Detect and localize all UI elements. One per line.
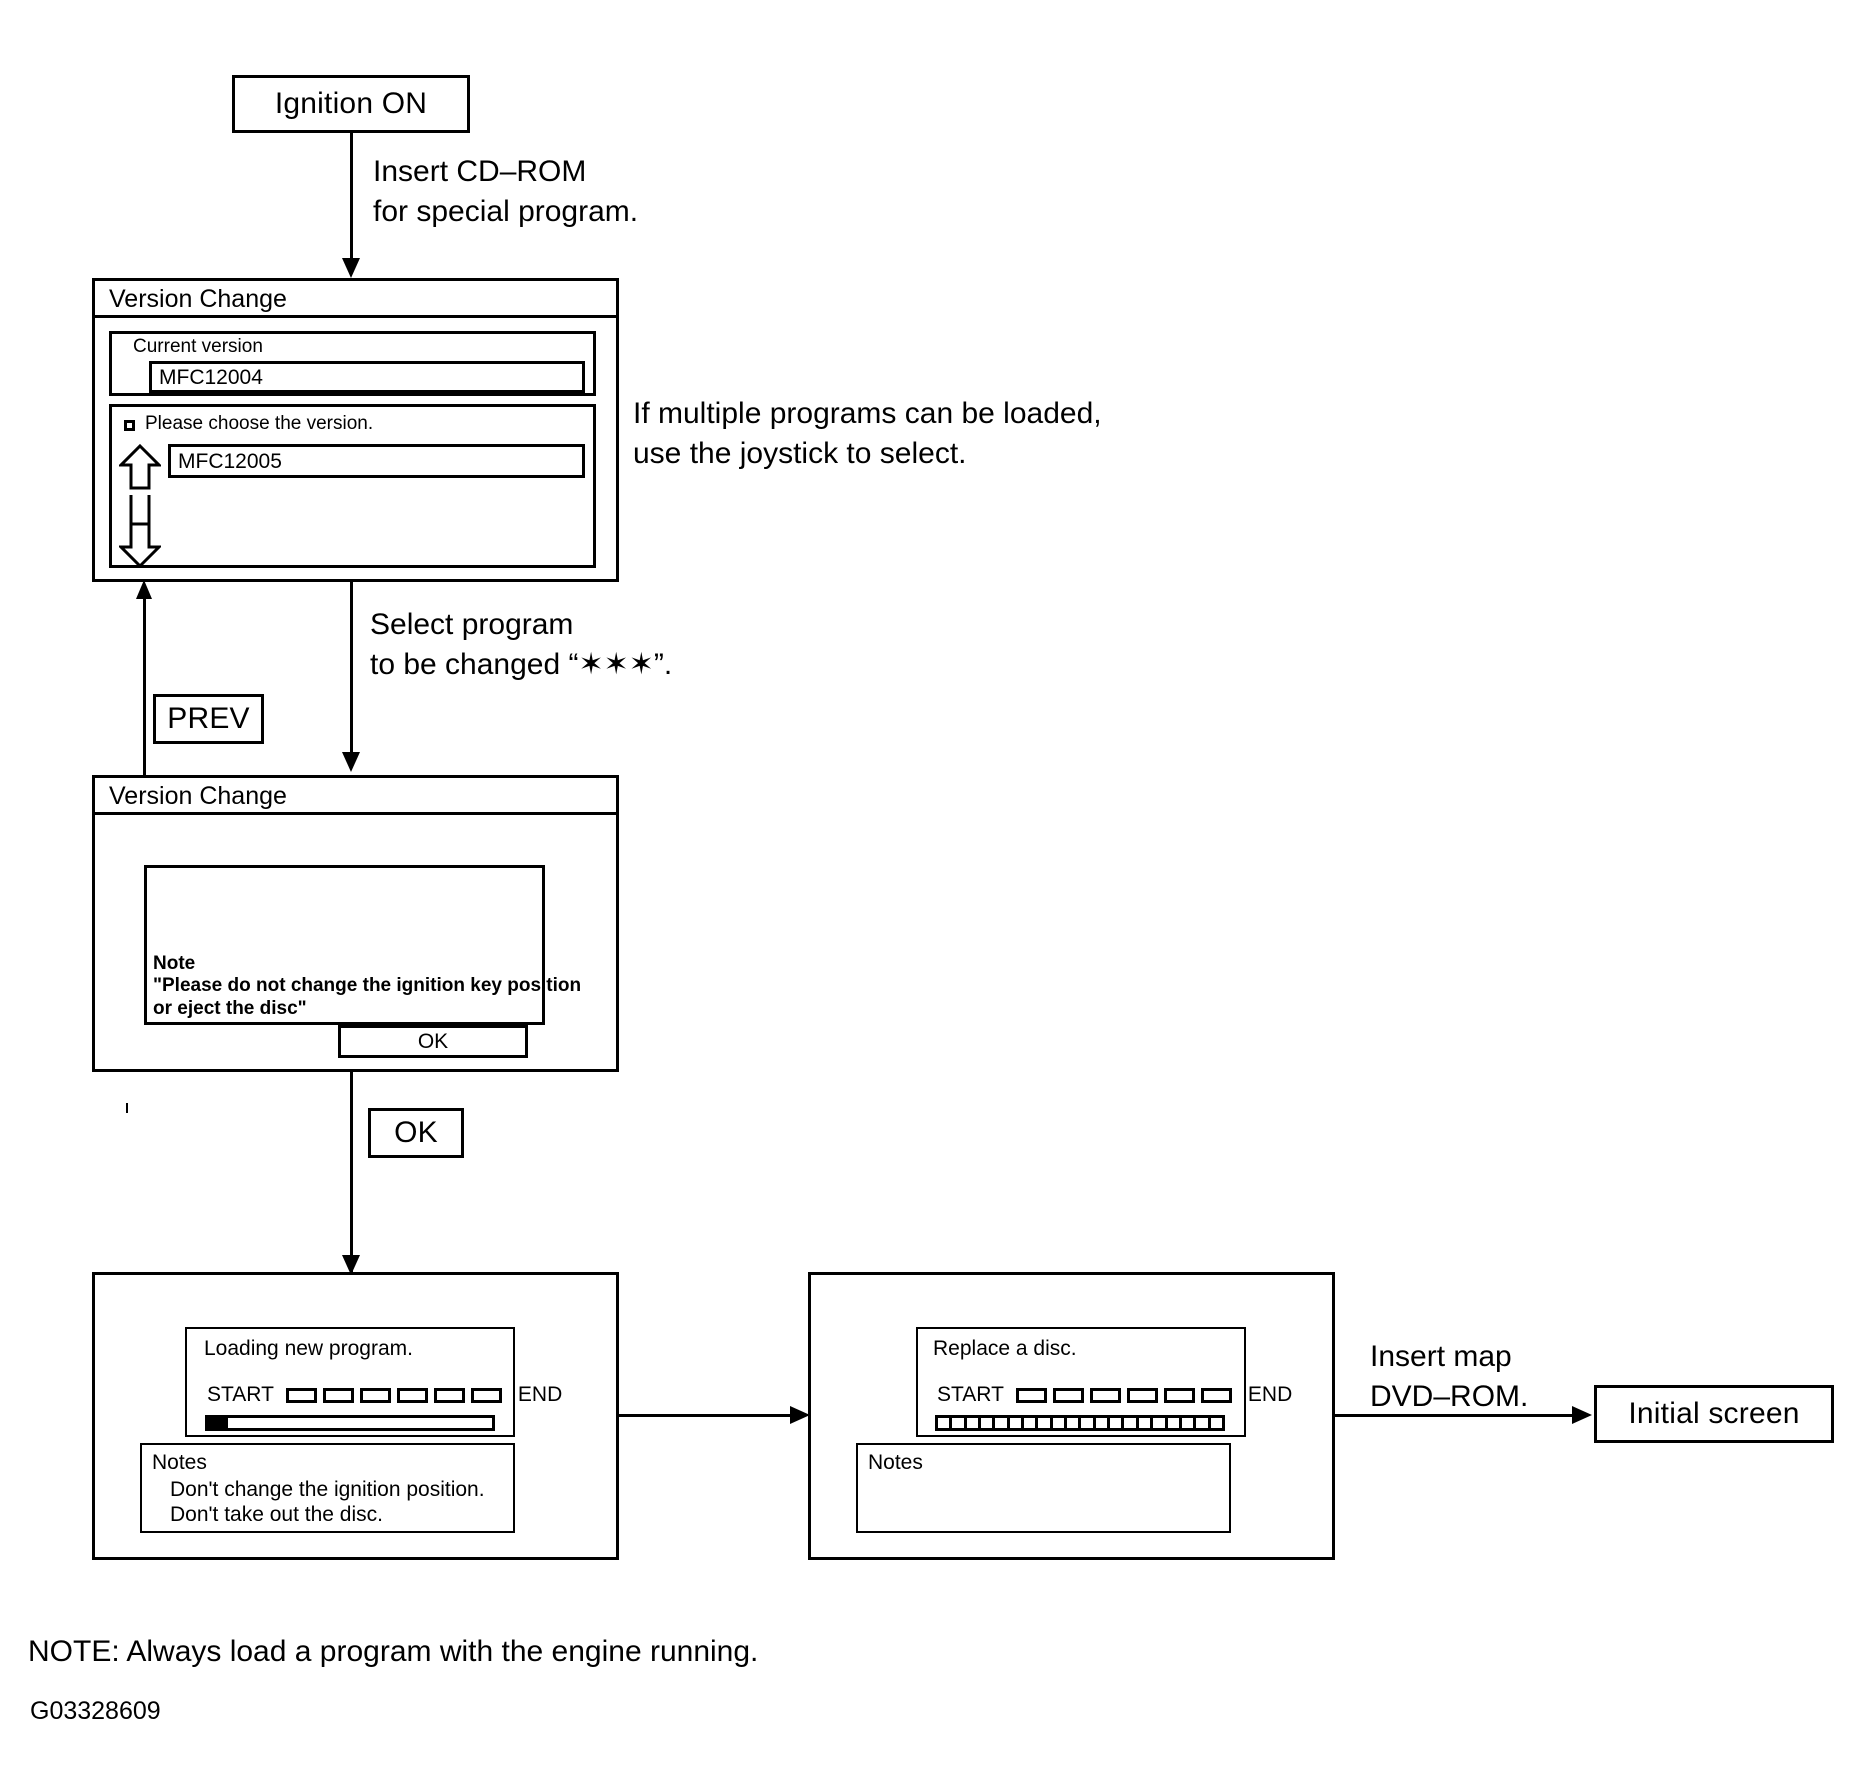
connector-version2-to-loading: [350, 1072, 353, 1272]
loading-segment: [470, 1387, 502, 1403]
screen-2-title: Version Change: [95, 778, 616, 815]
replace-start-label: START: [937, 1383, 1004, 1406]
node-ignition-on[interactable]: Ignition ON: [232, 75, 470, 133]
arrowhead-version2-to-loading: [342, 1255, 360, 1275]
choose-version-label: Please choose the version.: [145, 413, 374, 434]
replace-segment: [1163, 1387, 1195, 1403]
replace-notes-title: Notes: [868, 1451, 923, 1474]
figure-id: G03328609: [30, 1697, 161, 1725]
replace-segment-row: START END: [937, 1383, 1292, 1407]
progress-tick: [1024, 1418, 1039, 1428]
note-ok-label: OK: [417, 1029, 449, 1053]
connector-version1-to-version2: [350, 582, 353, 762]
replace-segment: [1089, 1387, 1121, 1403]
progress-tick: [1168, 1418, 1182, 1428]
note-dialog: [144, 865, 545, 1025]
arrowhead-prev-return: [136, 580, 152, 599]
progress-tick: [1010, 1418, 1025, 1428]
screen-version-change-note: Version Change Note "Please do not chang…: [92, 775, 619, 1072]
loading-segment: [322, 1387, 354, 1403]
note-ok-button[interactable]: OK: [338, 1025, 528, 1058]
current-version-label: Current version: [133, 336, 263, 357]
note-line-2: or eject the disc": [153, 998, 307, 1019]
loading-segment: [285, 1387, 317, 1403]
choose-version-group: [109, 404, 596, 568]
loading-segment: [359, 1387, 391, 1403]
scroll-up-arrow-icon[interactable]: [117, 443, 163, 491]
loading-notes-title: Notes: [152, 1451, 207, 1474]
replace-segment: [1052, 1387, 1084, 1403]
progress-tick: [1139, 1418, 1154, 1428]
arrowhead-loading-to-replace: [790, 1406, 810, 1424]
annotation-multiple-programs: If multiple programs can be loaded, use …: [633, 397, 1102, 470]
node-prev-button[interactable]: PREV: [153, 694, 264, 744]
node-ignition-on-label: Ignition ON: [274, 87, 428, 120]
screen-version-change-select: Version Change Current version MFC12004 …: [92, 278, 619, 582]
progress-tick: [1096, 1418, 1111, 1428]
progress-tick: [1067, 1418, 1082, 1428]
loading-segment-row: START END: [207, 1383, 562, 1407]
annotation-insert-map-dvd: Insert map DVD–ROM.: [1370, 1340, 1529, 1413]
annotation-insert-cdrom: Insert CD–ROM for special program.: [373, 155, 639, 228]
progress-tick: [1153, 1418, 1168, 1428]
loading-segment: [433, 1387, 465, 1403]
screen-1-title: Version Change: [95, 281, 616, 318]
node-initial-screen-label: Initial screen: [1628, 1397, 1800, 1430]
arrowhead-version1-to-version2: [342, 752, 360, 772]
progress-tick: [1124, 1418, 1139, 1428]
loading-notes-line-1: Don't change the ignition position.: [170, 1478, 485, 1501]
progress-tick: [1110, 1418, 1125, 1428]
replace-progress-bar: [935, 1415, 1225, 1431]
scroll-down-arrow-icon[interactable]: [117, 521, 163, 569]
replace-end-label: END: [1247, 1383, 1293, 1406]
replace-segment: [1126, 1387, 1158, 1403]
progress-tick: [952, 1418, 967, 1428]
progress-tick: [1038, 1418, 1053, 1428]
replace-status-text: Replace a disc.: [933, 1337, 1077, 1360]
progress-tick: [995, 1418, 1010, 1428]
registration-tick: [126, 1103, 128, 1113]
node-ok-label: OK: [394, 1116, 438, 1149]
node-prev-label: PREV: [167, 702, 250, 735]
progress-tick: [967, 1418, 982, 1428]
loading-status-text: Loading new program.: [204, 1337, 413, 1360]
progress-tick: [1081, 1418, 1096, 1428]
connector-loading-to-replace: [619, 1414, 799, 1417]
loading-notes-line-2: Don't take out the disc.: [170, 1503, 383, 1526]
loading-progress-fill: [208, 1418, 228, 1428]
arrowhead-replace-to-initial: [1572, 1406, 1592, 1424]
progress-tick: [938, 1418, 953, 1428]
progress-tick: [1211, 1418, 1222, 1428]
node-ok-button[interactable]: OK: [368, 1108, 464, 1158]
note-line-1: "Please do not change the ignition key p…: [153, 975, 582, 996]
screen-replace-disc: Replace a disc. START END: [808, 1272, 1335, 1560]
loading-notes-panel: [140, 1443, 515, 1533]
loading-segment: [396, 1387, 428, 1403]
loading-end-label: END: [517, 1383, 563, 1406]
note-heading: Note: [153, 953, 196, 974]
progress-tick: [1196, 1418, 1211, 1428]
connector-prev-return: [143, 598, 146, 778]
replace-progress-ticks: [938, 1418, 1222, 1428]
screen-loading-program: Loading new program. START END Notes Don…: [92, 1272, 619, 1560]
current-version-field: MFC12004: [149, 361, 585, 393]
replace-segment: [1200, 1387, 1232, 1403]
loading-start-label: START: [207, 1383, 274, 1406]
progress-tick: [981, 1418, 996, 1428]
replace-segment: [1015, 1387, 1047, 1403]
connector-ignition-to-version1: [350, 133, 353, 263]
version-choice-field[interactable]: MFC12005: [168, 444, 585, 478]
progress-tick: [1182, 1418, 1197, 1428]
connector-replace-to-initial: [1335, 1414, 1580, 1417]
node-initial-screen[interactable]: Initial screen: [1594, 1385, 1834, 1443]
arrowhead-ignition-to-version1: [342, 258, 360, 278]
replace-notes-panel: [856, 1443, 1231, 1533]
loading-progress-bar: [205, 1415, 495, 1431]
progress-tick: [1053, 1418, 1068, 1428]
bullet-square-icon: [124, 420, 135, 431]
footer-note: NOTE: Always load a program with the eng…: [28, 1635, 759, 1668]
annotation-select-program: Select program to be changed “✶✶✶”.: [370, 608, 673, 681]
